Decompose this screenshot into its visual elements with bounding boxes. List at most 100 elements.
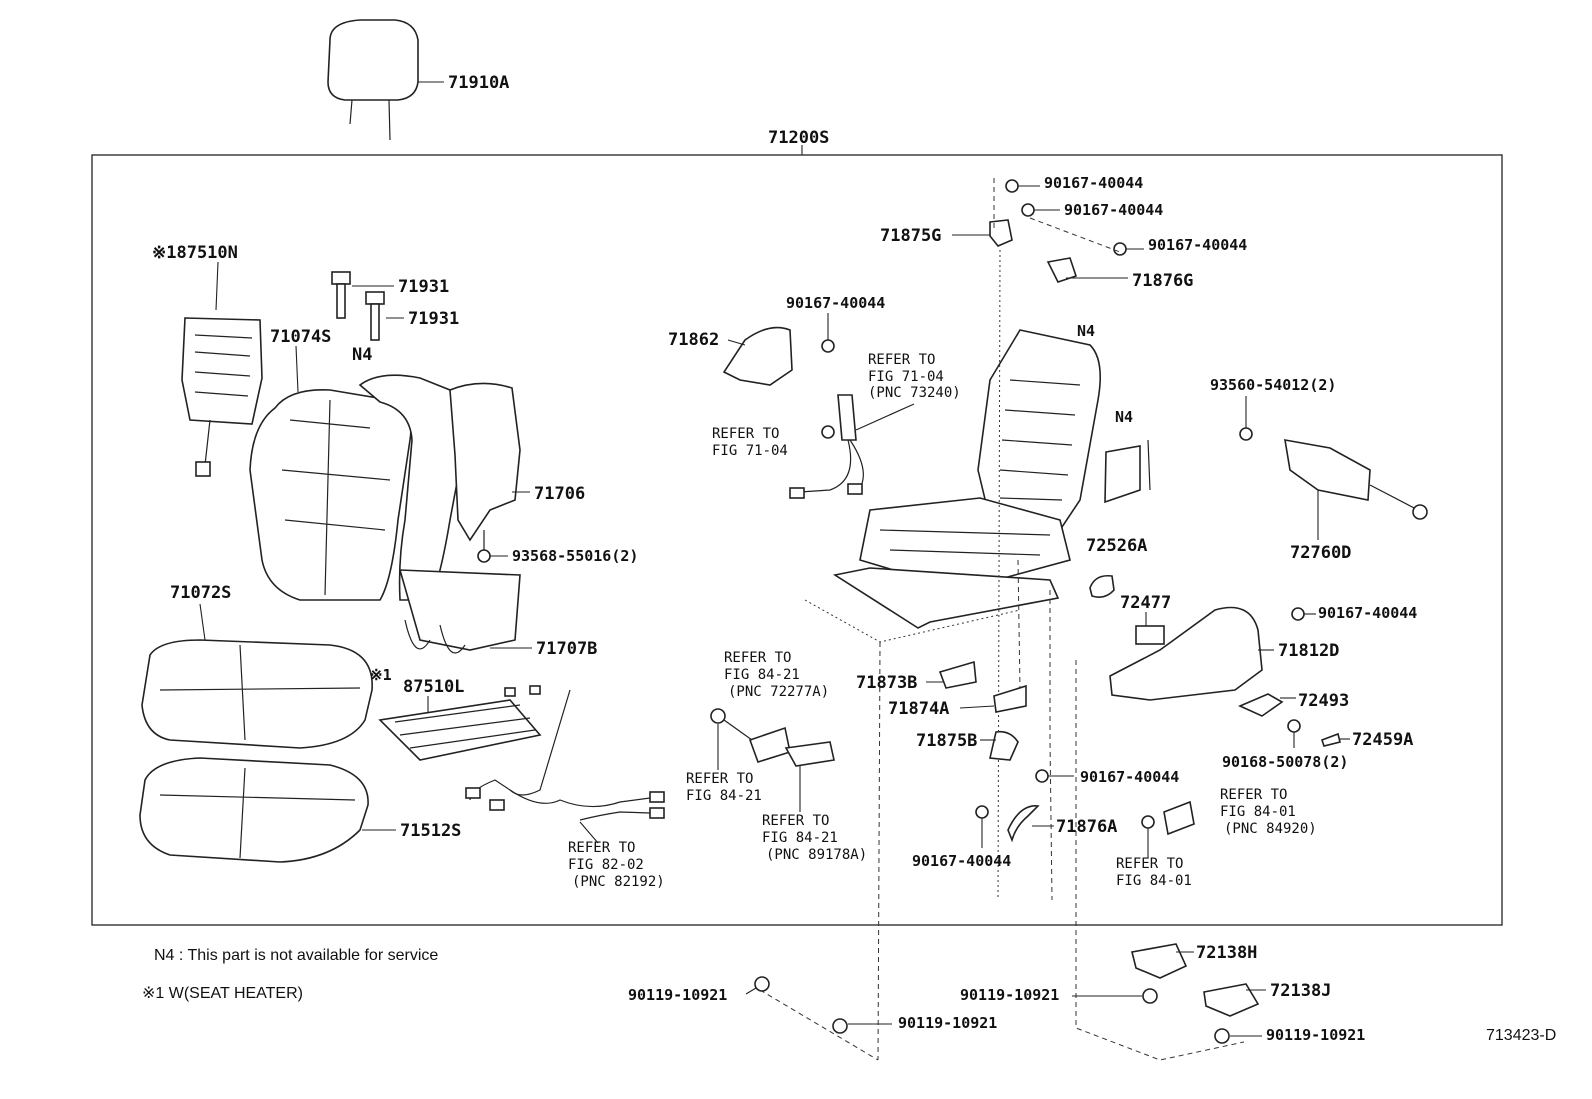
- screw-b-icon: [1005, 179, 1019, 193]
- screw-90168-icon: [1287, 719, 1301, 733]
- ref-7104a-l2: FIG 71-04: [868, 369, 944, 385]
- ref-8202-l1: REFER TO: [568, 840, 635, 856]
- part-label-screw-f[interactable]: 90167-40044: [1080, 768, 1179, 786]
- ref-8202-l2: FIG 82-02: [568, 857, 644, 873]
- part-label-bolt-93568[interactable]: 93568-55016(2): [512, 547, 638, 565]
- cover-71876g-icon: [1046, 257, 1078, 283]
- part-label-screw-90168[interactable]: 90168-50078(2): [1222, 753, 1348, 771]
- guide-illustration-2: [365, 291, 385, 341]
- part-label-cushion-pad[interactable]: 71512S: [400, 821, 461, 841]
- ref-8401b-l2: FIG 84-01: [1116, 873, 1192, 889]
- screw-f-icon: [1035, 769, 1049, 783]
- guide-illustration-1: [331, 271, 351, 319]
- ref-8421b-l2: FIG 84-21: [686, 788, 762, 804]
- figure-id: 713423-D: [1486, 1027, 1556, 1044]
- part-label-cover-71874a[interactable]: 71874A: [888, 699, 949, 719]
- cover-71875b-icon: [989, 730, 1019, 761]
- part-label-heater-back[interactable]: ※187510N: [152, 243, 238, 263]
- heater-back-illustration: [181, 317, 263, 477]
- assembly-box: [91, 154, 1503, 926]
- ref-8421a-l3: (PNC 72277A): [728, 684, 829, 700]
- part-label-back-board[interactable]: 71706: [534, 484, 585, 504]
- part-label-screw-g[interactable]: 90167-40044: [912, 852, 1011, 870]
- lever-72493-icon: [1238, 693, 1284, 717]
- part-label-spring-71707b[interactable]: 71707B: [536, 639, 597, 659]
- screw-e-icon: [1291, 607, 1305, 621]
- part-label-back-pad-note: N4: [352, 345, 372, 365]
- bolt-a-icon: [754, 976, 770, 992]
- cover-71874a-icon: [993, 684, 1027, 713]
- part-label-screw-d[interactable]: 90167-40044: [1148, 236, 1247, 254]
- part-label-bolt-a[interactable]: 90119-10921: [628, 986, 727, 1004]
- cover-71876a-icon: [1007, 805, 1040, 843]
- screw-c-icon: [1021, 203, 1035, 217]
- ref-8421a-l1: REFER TO: [724, 650, 791, 666]
- part-label-cover-71876a[interactable]: 71876A: [1056, 817, 1117, 837]
- part-label-cover-71873b[interactable]: 71873B: [856, 673, 917, 693]
- bolt-93560-icon: [1239, 427, 1253, 441]
- shield-71812d-illustration: [1109, 606, 1263, 701]
- bolt-c-icon: [1142, 988, 1158, 1004]
- knob-72526a-icon: [1089, 574, 1115, 598]
- part-label-bolt-b[interactable]: 90119-10921: [898, 1014, 997, 1032]
- part-label-bracket-72760d[interactable]: 72760D: [1290, 543, 1351, 563]
- ref-7104a-l1: REFER TO: [868, 352, 935, 368]
- heater-cushion-illustration: [378, 685, 571, 801]
- part-label-cover-71862[interactable]: 71862: [668, 330, 719, 350]
- ref-8401a-l2: FIG 84-01: [1220, 804, 1296, 820]
- sensor-84-01-illustration: [1141, 800, 1195, 836]
- part-label-knob-72526a[interactable]: 72526A: [1086, 536, 1147, 556]
- cover-71862-illustration: [722, 326, 793, 386]
- part-label-headrest[interactable]: 71910A: [448, 73, 509, 93]
- part-label-bolt-c[interactable]: 90119-10921: [960, 986, 1059, 1004]
- cover-71873b-icon: [938, 660, 977, 689]
- cover-71875g-icon: [989, 219, 1013, 247]
- part-label-cap-72459a[interactable]: 72459A: [1352, 730, 1413, 750]
- part-label-bolt-d[interactable]: 90119-10921: [1266, 1026, 1365, 1044]
- ref-8421a-l2: FIG 84-21: [724, 667, 800, 683]
- note-mark1: ※1 W(SEAT HEATER): [142, 985, 303, 1002]
- ref-8421c-l1: REFER TO: [762, 813, 829, 829]
- ref-8401b-l1: REFER TO: [1116, 856, 1183, 872]
- part-label-screw-c[interactable]: 90167-40044: [1064, 201, 1163, 219]
- screw-a-icon: [821, 339, 835, 353]
- bolt-d-icon: [1214, 1028, 1230, 1044]
- part-label-lever-72493[interactable]: 72493: [1298, 691, 1349, 711]
- headrest-illustration: [327, 19, 419, 141]
- cover-72138h-icon: [1131, 943, 1188, 979]
- cushion-pad-illustration: [139, 757, 369, 863]
- cushion-cover-illustration: [141, 639, 373, 749]
- part-label-shield-71812d[interactable]: 71812D: [1278, 641, 1339, 661]
- part-label-cover-72138j[interactable]: 72138J: [1270, 981, 1331, 1001]
- part-label-guide-2[interactable]: 71931: [408, 309, 459, 329]
- part-label-switch-72477[interactable]: 72477: [1120, 593, 1171, 613]
- ref-8401a-l1: REFER TO: [1220, 787, 1287, 803]
- part-label-screw-e[interactable]: 90167-40044: [1318, 604, 1417, 622]
- side-trim-illustration: [1104, 439, 1151, 504]
- bracket-72760d-illustration: [1284, 439, 1428, 520]
- leader-bottom-left: [759, 660, 1245, 1061]
- back-cover-illustration: [249, 389, 412, 601]
- part-label-cover-71875g[interactable]: 71875G: [880, 226, 941, 246]
- part-label-cover-72138h[interactable]: 72138H: [1196, 943, 1257, 963]
- back-plate-illustration: [398, 569, 521, 654]
- seatbelt-buckle-illustration: [789, 394, 915, 499]
- part-label-bolt-93560[interactable]: 93560-54012(2): [1210, 376, 1336, 394]
- part-label-cover-71876g[interactable]: 71876G: [1132, 271, 1193, 291]
- assembly-number: 71200S: [768, 128, 829, 148]
- part-label-back-cover[interactable]: 71074S: [270, 327, 331, 347]
- ref-8421b-l1: REFER TO: [686, 771, 753, 787]
- part-label-heater-cushion[interactable]: 87510L: [403, 677, 464, 697]
- part-label-guide-1[interactable]: 71931: [398, 277, 449, 297]
- screw-d-icon: [1113, 242, 1127, 256]
- part-label-screw-b[interactable]: 90167-40044: [1044, 174, 1143, 192]
- ref-7104b-l2: FIG 71-04: [712, 443, 788, 459]
- back-board-illustration: [449, 382, 521, 542]
- seat-frame-illustration: [832, 329, 1101, 629]
- part-label-cushion-cover[interactable]: 71072S: [170, 583, 231, 603]
- part-label-screw-a[interactable]: 90167-40044: [786, 294, 885, 312]
- bolt-93568-illustration: [477, 530, 491, 563]
- ref-8421c-l2: FIG 84-21: [762, 830, 838, 846]
- part-label-cover-71875b[interactable]: 71875B: [916, 731, 977, 751]
